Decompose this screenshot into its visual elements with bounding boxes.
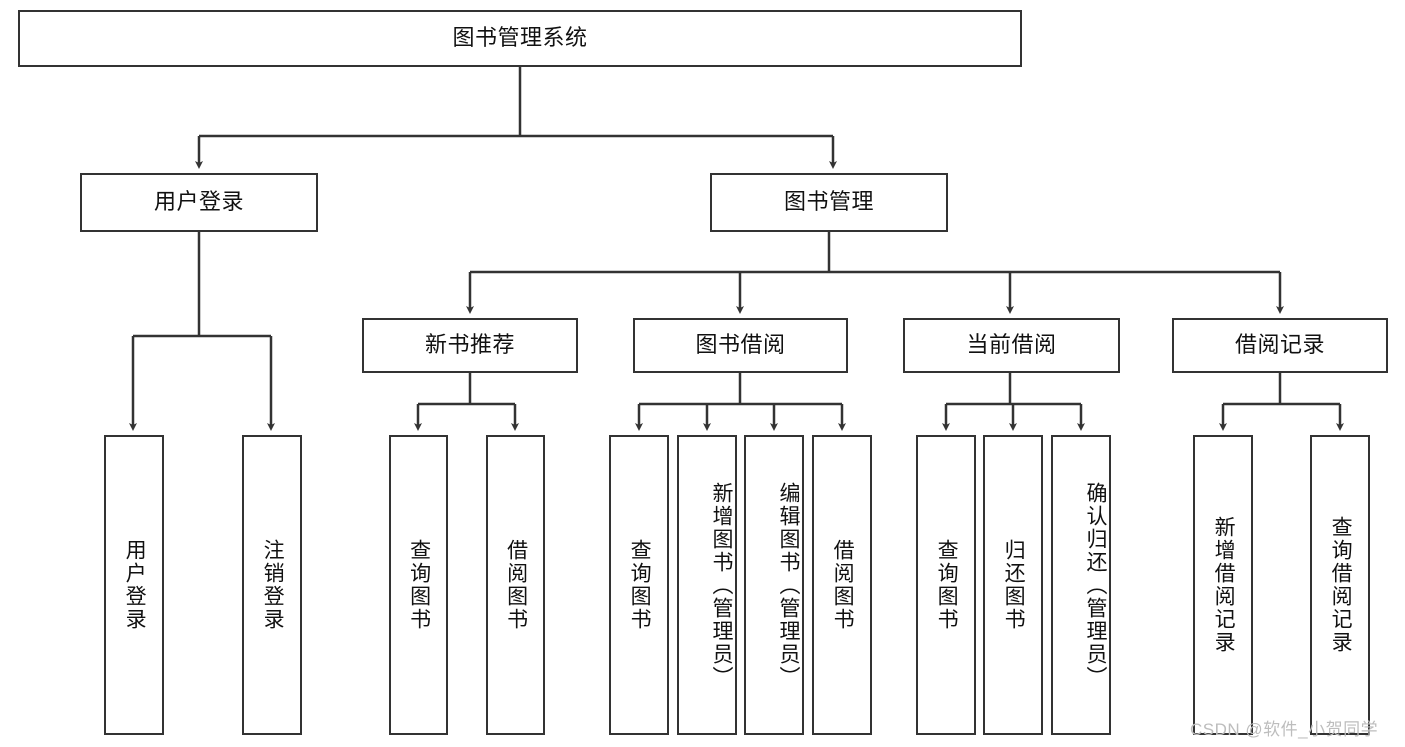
leaf-edit-book-admin[interactable]: 编辑图书（管理员） xyxy=(744,435,804,735)
node-current-borrow[interactable]: 当前借阅 xyxy=(903,318,1120,373)
leaf-borrow-book[interactable]: 借阅图书 xyxy=(812,435,872,735)
leaf-logout[interactable]: 注销登录 xyxy=(242,435,302,735)
node-book-management[interactable]: 图书管理 xyxy=(710,173,948,232)
leaf-query-book-borrow[interactable]: 查询图书 xyxy=(609,435,669,735)
node-borrow-records[interactable]: 借阅记录 xyxy=(1172,318,1388,373)
leaf-return-book[interactable]: 归还图书 xyxy=(983,435,1043,735)
node-root[interactable]: 图书管理系统 xyxy=(18,10,1022,67)
node-user-login[interactable]: 用户登录 xyxy=(80,173,318,232)
leaf-borrow-book-recommend[interactable]: 借阅图书 xyxy=(486,435,545,735)
csdn-watermark: CSDN @软件_小贺同学 xyxy=(1190,720,1379,739)
leaf-add-borrow-record[interactable]: 新增借阅记录 xyxy=(1193,435,1253,735)
leaf-add-book-admin[interactable]: 新增图书（管理员） xyxy=(677,435,737,735)
node-new-book-recommend[interactable]: 新书推荐 xyxy=(362,318,578,373)
leaf-confirm-return-admin[interactable]: 确认归还（管理员） xyxy=(1051,435,1111,735)
leaf-query-book-recommend[interactable]: 查询图书 xyxy=(389,435,448,735)
node-book-borrow[interactable]: 图书借阅 xyxy=(633,318,848,373)
leaf-user-login[interactable]: 用户登录 xyxy=(104,435,164,735)
leaf-query-book-current[interactable]: 查询图书 xyxy=(916,435,976,735)
leaf-query-borrow-record[interactable]: 查询借阅记录 xyxy=(1310,435,1370,735)
